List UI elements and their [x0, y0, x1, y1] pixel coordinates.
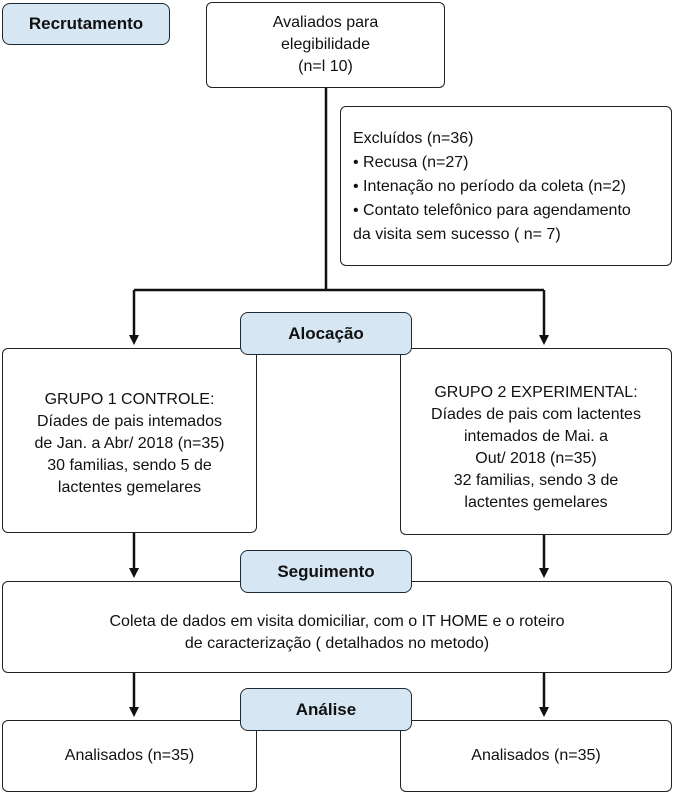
stage-analysis-label: Análise [295, 699, 357, 719]
group1-title: GRUPO 1 CONTROLE: [44, 390, 215, 408]
group2-line-6: lactentes gemelares [464, 493, 608, 511]
group1-line-4: 30 familias, sendo 5 de [47, 456, 212, 474]
data-collection-line-1: Coleta de dados em visita domiciliar, co… [109, 613, 565, 630]
data-collection-line-2: de caracterização ( detalhados no metodo… [184, 635, 490, 652]
stage-recruitment-label: Recrutamento [28, 14, 144, 33]
analysis-box-left: Analisados (n=35) [2, 720, 257, 792]
group2-title: GRUPO 2 EXPERIMENTAL: [434, 383, 638, 401]
group1-line-3: de Jan. a Abr/ 2018 (n=35) [34, 434, 225, 452]
excluded-item-phone-contact: • Contato telefônico para agendamento [353, 202, 631, 219]
group2-line-5: 32 familias, sendo 3 de [453, 471, 619, 489]
group2-box: GRUPO 2 EXPERIMENTAL: Díades de pais com… [400, 348, 672, 535]
eligibility-line-2: elegibilidade [281, 36, 370, 53]
stage-follow-up: Seguimento [240, 550, 412, 593]
group1-line-5: lactentes gemelares [57, 478, 202, 496]
analysis-left-label: Analisados (n=35) [64, 747, 195, 764]
group1-line-2: Díades de pais intemados [37, 412, 222, 430]
stage-allocation: Alocação [240, 312, 412, 355]
group2-line-2: Díades de pais com lactentes [431, 405, 641, 423]
stage-analysis: Análise [240, 688, 412, 731]
group2-line-3: intemados de Mai. a [463, 427, 609, 445]
stage-follow-up-label: Seguimento [277, 561, 375, 581]
group1-box: GRUPO 1 CONTROLE: Díades de pais intemad… [2, 348, 257, 533]
eligibility-line-1: Avaliados para [272, 14, 379, 31]
analysis-right-label: Analisados (n=35) [471, 747, 601, 764]
excluded-item-phone-contact-cont: da visita sem sucesso ( n= 7) [353, 226, 561, 243]
eligibility-count: (n=l 10) [298, 58, 353, 75]
data-collection-box: Coleta de dados em visita domiciliar, co… [2, 581, 672, 673]
excluded-title: Excluídos (n=36) [353, 130, 474, 147]
excluded-item-hospitalization: • Intenação no período da coleta (n=2) [353, 178, 626, 195]
eligibility-box: Avaliados para elegibilidade (n=l 10) [206, 2, 445, 88]
stage-allocation-label: Alocação [288, 323, 364, 343]
group2-line-4: Out/ 2018 (n=35) [475, 449, 597, 467]
analysis-box-right: Analisados (n=35) [400, 720, 672, 792]
stage-recruitment: Recrutamento [2, 3, 170, 45]
excluded-item-refusal: • Recusa (n=27) [353, 154, 469, 171]
excluded-box: Excluídos (n=36) • Recusa (n=27) • Inten… [340, 106, 672, 266]
